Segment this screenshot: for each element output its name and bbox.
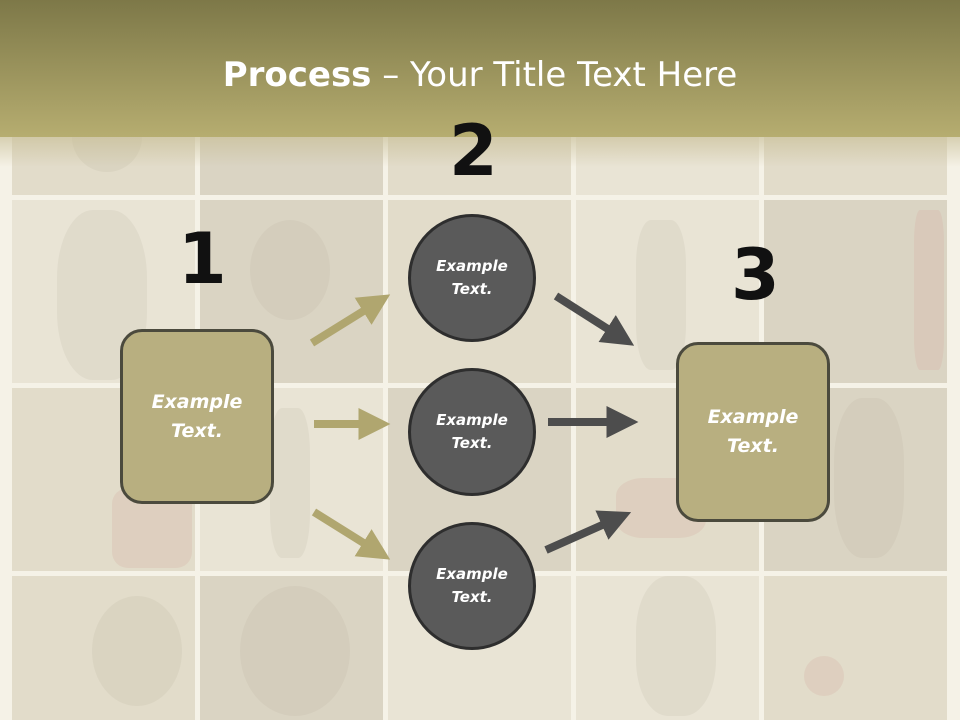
arrow-bottom-to-right (544, 510, 632, 554)
title-band-fade (0, 137, 960, 167)
circle-node-middle[interactable]: Example Text. (408, 368, 536, 496)
right-text-box-label: Example Text. (707, 406, 799, 457)
circle-node-bottom-label: Example Text. (436, 565, 508, 606)
arrow-left-to-bottom (311, 508, 391, 560)
slide-title-bold: Process (222, 55, 372, 95)
arrow-top-to-right (553, 292, 635, 346)
right-text-box[interactable]: Example Text. (676, 342, 830, 522)
title-band (0, 0, 960, 137)
step-number-2: 2 (449, 110, 498, 192)
step-number-3: 3 (731, 234, 780, 316)
arrow-left-to-top (309, 294, 391, 347)
slide-title-rest: – Your Title Text Here (371, 55, 738, 95)
step-number-1: 1 (178, 218, 227, 300)
circle-node-bottom[interactable]: Example Text. (408, 522, 536, 650)
circle-node-top[interactable]: Example Text. (408, 214, 536, 342)
circle-node-middle-label: Example Text. (436, 411, 508, 452)
left-text-box[interactable]: Example Text. (120, 329, 274, 504)
left-text-box-label: Example Text. (151, 390, 243, 442)
slide-title: Process – Your Title Text Here (0, 52, 960, 98)
circle-node-top-label: Example Text. (436, 257, 508, 298)
